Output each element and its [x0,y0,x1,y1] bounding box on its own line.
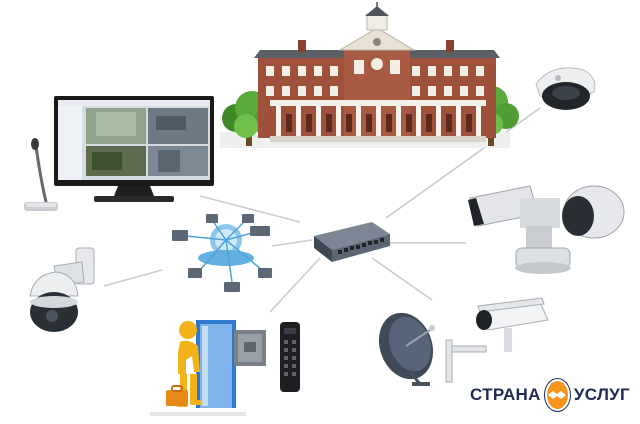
connector-lines [103,107,541,313]
connector-monitor [199,195,301,223]
surveillance-monitor [54,96,214,202]
connector-access-control [269,257,321,313]
access-control-door [150,320,300,416]
handshake-icon [544,379,570,411]
ceiling-ptz-camera [29,247,95,332]
desk-microphone [24,138,58,211]
network-cloud [172,214,272,292]
watermark-logo: СТРАНА УСЛУГ [470,378,630,412]
building-windows [266,58,484,96]
person-figure [176,321,202,407]
connector-ceiling-camera [103,269,163,287]
portico-columns [276,106,481,136]
watermark-right-text: УСЛУГ [573,385,630,404]
connector-cloud [271,239,313,247]
keypad [280,322,300,392]
watermark-left-text: СТРАНА [470,385,541,404]
satellite-dish [378,312,435,386]
connector-dome-camera [385,107,541,219]
connector-satellite [371,257,433,301]
network-switch [314,222,390,262]
ptz-outdoor-camera [468,185,625,274]
school-building [220,2,519,148]
card-reader [234,330,266,366]
dome-camera [535,67,596,110]
bullet-camera [445,297,549,383]
